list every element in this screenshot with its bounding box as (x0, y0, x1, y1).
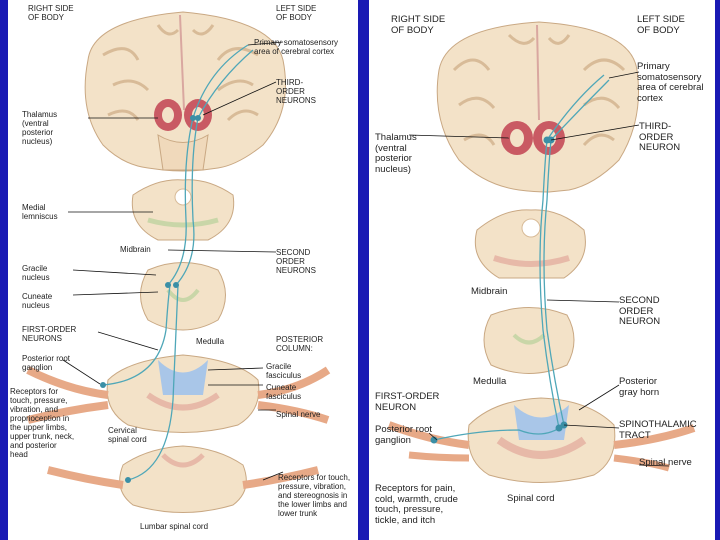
spinothalamic-tract-label: SPINOTHALAMIC TRACT (619, 420, 697, 441)
first-order-label: FIRST-ORDER NEURONS (22, 325, 76, 343)
second-order-label: SECOND ORDER NEURONS (276, 248, 316, 275)
medulla-section (141, 263, 226, 331)
medial-lemniscus-label: Medial lemniscus (22, 203, 58, 221)
cuneate-nucleus-label: Cuneate nucleus (22, 292, 52, 310)
midbrain-label: Midbrain (471, 287, 507, 298)
thalamus-label: Thalamus (ventral posterior nucleus) (22, 110, 57, 146)
left-side-label: LEFT SIDE OF BODY (637, 15, 685, 36)
thalamus-label: Thalamus (ventral posterior nucleus) (375, 133, 417, 175)
cuneate-fasciculus-label: Cuneate fasciculus (266, 383, 301, 401)
posterior-column-diagram: RIGHT SIDE OF BODY LEFT SIDE OF BODY Pri… (8, 0, 358, 540)
cervical-cord-label: Cervical spinal cord (108, 426, 147, 444)
receptors-lower-label: Receptors for touch, pressure, vibration… (278, 473, 350, 518)
spinal-cord-label: Spinal cord (507, 494, 555, 505)
third-order-label: THIRD- ORDER NEURON (639, 122, 680, 154)
medulla-section (484, 308, 574, 374)
midbrain-section (132, 180, 233, 240)
right-side-label: RIGHT SIDE OF BODY (28, 4, 74, 22)
posterior-root-ganglion-label: Posterior root ganglion (22, 354, 70, 372)
right-side-label: RIGHT SIDE OF BODY (391, 15, 445, 36)
midbrain-section (475, 210, 585, 278)
medulla-label: Medulla (196, 337, 224, 346)
cerebrum-section (437, 22, 638, 192)
somatosensory-label: Primary somatosensory area of cerebral c… (254, 38, 338, 56)
second-order-label: SECOND ORDER NEURON (619, 296, 660, 328)
spinal-nerve-label: Spinal nerve (639, 458, 692, 469)
third-order-label: THIRD- ORDER NEURONS (276, 78, 316, 105)
receptors-label: Receptors for pain, cold, warmth, crude … (375, 484, 458, 526)
midbrain-label: Midbrain (120, 245, 151, 254)
lumbar-cord-label: Lumbar spinal cord (140, 522, 208, 531)
gracile-nucleus-label: Gracile nucleus (22, 264, 50, 282)
gracile-fasciculus-label: Gracile fasciculus (266, 362, 301, 380)
spinal-nerve-label: Spinal nerve (276, 410, 320, 419)
spinothalamic-diagram: RIGHT SIDE OF BODY LEFT SIDE OF BODY Pri… (369, 0, 715, 540)
posterior-gray-horn-label: Posterior gray horn (619, 377, 659, 398)
posterior-root-ganglion-label: Posterior root ganglion (375, 425, 432, 446)
posterior-column-label: POSTERIOR COLUMN: (276, 335, 323, 353)
somatosensory-label: Primary somatosensory area of cerebral c… (637, 62, 704, 104)
receptors-upper-label: Receptors for touch, pressure, vibration… (10, 387, 74, 459)
first-order-label: FIRST-ORDER NEURON (375, 392, 439, 413)
medulla-label: Medulla (473, 377, 506, 388)
left-side-label: LEFT SIDE OF BODY (276, 4, 316, 22)
